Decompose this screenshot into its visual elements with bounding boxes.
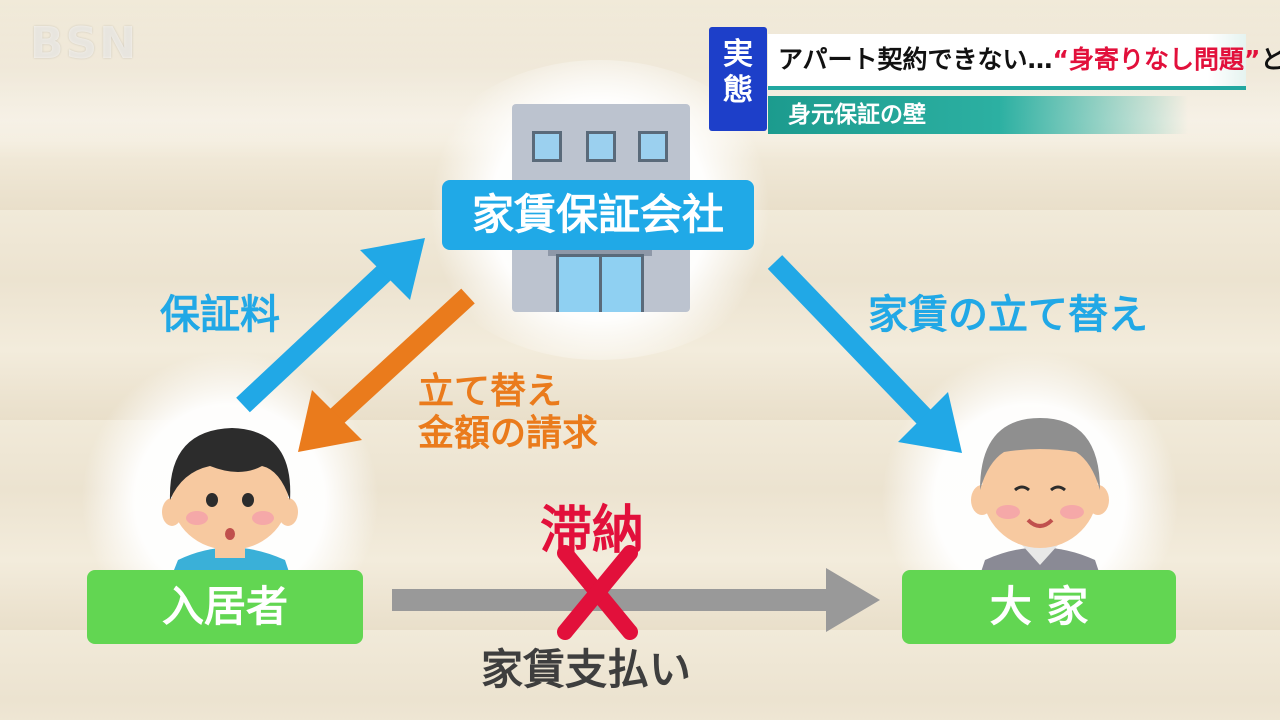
building-door	[556, 254, 644, 312]
headline-highlight: “身寄りなし問題”	[1052, 45, 1261, 74]
guarantee-fee-label: 保証料	[160, 292, 280, 338]
headline-suffix: とは	[1260, 45, 1280, 74]
tag-line-1: 実	[723, 37, 753, 72]
arrow-rent-advance	[767, 255, 962, 453]
claim-label-line-1: 立て替え	[418, 371, 563, 412]
headline-banner: アパート契約できない…“身寄りなし問題”とは	[768, 34, 1280, 90]
company-label: 家賃保証会社	[442, 180, 754, 250]
arrow-claim	[298, 288, 475, 452]
subheadline-banner: 身元保証の壁	[768, 96, 1188, 134]
building-window	[532, 131, 562, 162]
landlord-person-icon	[971, 418, 1109, 575]
rent-payment-label: 家賃支払い	[481, 645, 692, 694]
claim-label-line-2: 金額の請求	[418, 413, 599, 454]
cross-mark-icon	[557, 545, 638, 640]
tenant-person-icon	[162, 428, 298, 575]
rent-advance-label: 家賃の立て替え	[868, 292, 1148, 338]
tenant-label: 入居者	[87, 570, 363, 644]
landlord-label: 大 家	[902, 570, 1176, 644]
delinquent-label: 滞納	[540, 501, 645, 561]
building-window	[638, 131, 668, 162]
arrow-rent-payment	[392, 568, 880, 632]
arrow-guarantee-fee	[236, 238, 425, 413]
category-tag: 実 態	[709, 27, 767, 131]
tag-line-2: 態	[723, 73, 753, 108]
building-window	[586, 131, 616, 162]
headline-prefix: アパート契約できない…	[778, 45, 1053, 74]
building-canopy	[548, 246, 652, 256]
channel-logo: BSN	[30, 18, 139, 69]
